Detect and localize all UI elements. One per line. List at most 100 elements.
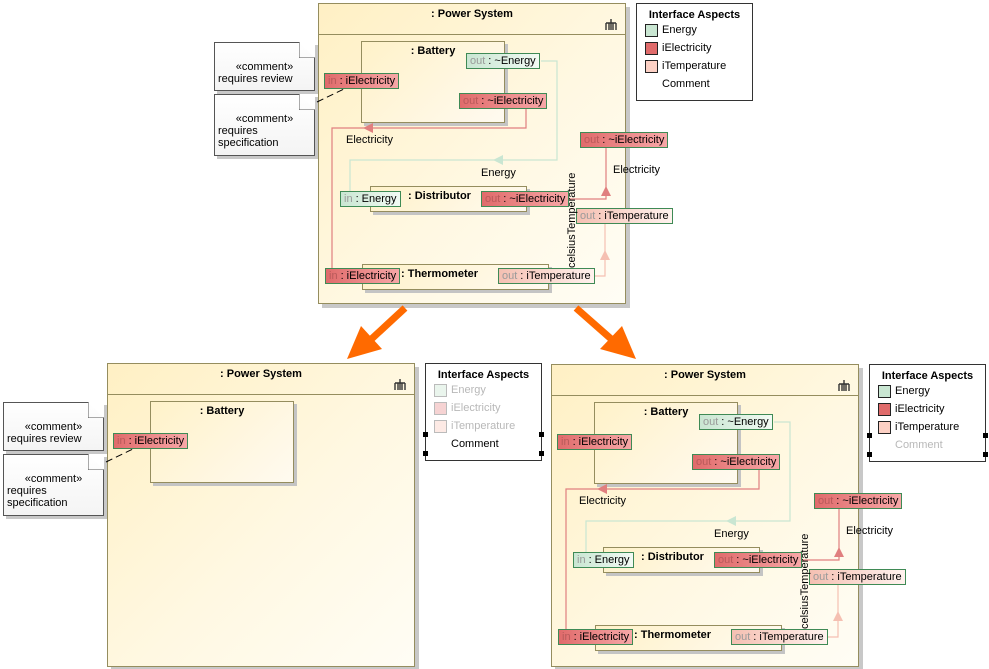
frame-out-temperature-port[interactable]: out: iTemperature (809, 569, 906, 585)
resize-handle[interactable] (867, 452, 872, 457)
legend-title: Interface Aspects (648, 9, 741, 21)
comment-text: requires review (218, 73, 293, 85)
frame-out-temperature-port[interactable]: out: iTemperature (576, 208, 673, 224)
energy-swatch (878, 385, 891, 398)
ielectricity-swatch (645, 42, 658, 55)
port-direction: out (696, 456, 712, 468)
resize-handle[interactable] (423, 432, 428, 437)
legend[interactable]: Interface Aspects Energy iElectricity iT… (867, 364, 988, 462)
legend-item-comment[interactable]: Comment (426, 435, 541, 453)
port-type: : iElectricity (339, 75, 396, 87)
port-type: : iElectricity (128, 435, 185, 447)
legend[interactable]: Interface Aspects Energy iElectricity iT… (636, 3, 753, 101)
frame-out-electricity-port[interactable]: out: ~iElectricity (580, 132, 669, 148)
comment-note[interactable]: «comment» requires review (3, 402, 104, 451)
ielectricity-swatch (434, 402, 447, 415)
port-type: : iTemperature (831, 571, 902, 583)
legend-label: Energy (662, 24, 697, 36)
legend-item-ielectricity[interactable]: iElectricity (426, 399, 541, 417)
port-type: : iElectricity (572, 436, 629, 448)
port-type: : ~iElectricity (714, 456, 777, 468)
ielectricity-swatch (878, 403, 891, 416)
port-type: : iElectricity (340, 270, 397, 282)
frame-divider (319, 34, 625, 35)
legend-label: iTemperature (662, 60, 727, 72)
flow-label-energy: Energy (714, 528, 749, 540)
frame-title: : Power System (664, 369, 746, 381)
thermometer-out-port[interactable]: out: iTemperature (731, 629, 828, 645)
frame-out-electricity-port[interactable]: out: ~iElectricity (814, 493, 903, 509)
legend-item-comment[interactable]: Comment (637, 75, 752, 93)
legend-label: iElectricity (662, 42, 712, 54)
legend-item-energy[interactable]: Energy (637, 21, 752, 39)
distributor-in-port[interactable]: in: Energy (340, 191, 401, 207)
port-direction: out (485, 193, 501, 205)
battery-out-electricity-port[interactable]: out: ~iElectricity (692, 454, 781, 470)
composite-structure-icon (838, 380, 850, 391)
port-direction: in (562, 631, 571, 643)
legend-item-ielectricity[interactable]: iElectricity (637, 39, 752, 57)
battery-in-port[interactable]: in: iElectricity (324, 73, 400, 89)
port-type: : Energy (588, 554, 630, 566)
comment-text: requires review (7, 433, 82, 445)
legend-item-energy[interactable]: Energy (870, 382, 985, 400)
thermometer-in-port[interactable]: in: iElectricity (558, 629, 634, 645)
legend[interactable]: Interface Aspects Energy iElectricity iT… (423, 363, 544, 461)
port-type: : ~iElectricity (481, 95, 544, 107)
battery-out-electricity-port[interactable]: out: ~iElectricity (459, 93, 548, 109)
port-direction: out (580, 210, 596, 222)
battery-out-energy-port[interactable]: out: ~Energy (699, 414, 773, 430)
resize-handle[interactable] (423, 451, 428, 456)
resize-handle[interactable] (983, 433, 988, 438)
part-title: : Thermometer (401, 268, 479, 280)
legend-item-itemperature[interactable]: iTemperature (426, 417, 541, 435)
comment-note[interactable]: «comment» requires review (214, 42, 315, 91)
part-title: : Battery (199, 405, 245, 417)
energy-swatch (434, 384, 447, 397)
thermometer-out-port[interactable]: out: iTemperature (498, 268, 595, 284)
composite-structure-icon (605, 19, 617, 30)
battery-out-energy-port[interactable]: out: ~Energy (466, 53, 540, 69)
frame-divider (552, 395, 858, 396)
part-title: : Battery (410, 45, 456, 57)
comment-stereotype: «comment» (24, 421, 83, 433)
port-type: : ~Energy (721, 416, 769, 428)
resize-handle[interactable] (867, 433, 872, 438)
resize-handle[interactable] (539, 451, 544, 456)
legend-item-itemperature[interactable]: iTemperature (870, 418, 985, 436)
resize-handle[interactable] (539, 432, 544, 437)
resize-handle[interactable] (983, 452, 988, 457)
port-direction: out (813, 571, 829, 583)
flow-label-electricity: Electricity (613, 164, 661, 176)
comment-note[interactable]: «comment» requires specification (214, 94, 315, 156)
distributor-out-port[interactable]: out: ~iElectricity (714, 552, 803, 568)
comment-note[interactable]: «comment» requires specification (3, 454, 104, 516)
legend-item-energy[interactable]: Energy (426, 381, 541, 399)
itemperature-swatch (645, 60, 658, 73)
legend-label: Energy (451, 384, 486, 396)
legend-label: iElectricity (451, 402, 501, 414)
battery-in-port[interactable]: in: iElectricity (557, 434, 633, 450)
distributor-in-port[interactable]: in: Energy (573, 552, 634, 568)
battery-in-port[interactable]: in: iElectricity (113, 433, 189, 449)
legend-item-comment[interactable]: Comment (870, 436, 985, 454)
comment-text: specification (7, 497, 68, 509)
port-type: : iTemperature (598, 210, 669, 222)
frame-divider (108, 394, 414, 395)
port-direction: in (328, 75, 337, 87)
thermometer-in-port[interactable]: in: iElectricity (325, 268, 401, 284)
energy-swatch (645, 24, 658, 37)
port-type: : iTemperature (753, 631, 824, 643)
arrow-right-icon (573, 305, 636, 359)
legend-label: iElectricity (895, 403, 945, 415)
port-type: : iElectricity (573, 631, 630, 643)
legend-item-ielectricity[interactable]: iElectricity (870, 400, 985, 418)
legend-item-itemperature[interactable]: iTemperature (637, 57, 752, 75)
port-type: : ~Energy (488, 55, 536, 67)
flow-label-energy: Energy (481, 167, 516, 179)
legend-label: Comment (451, 438, 499, 450)
distributor-out-port[interactable]: out: ~iElectricity (481, 191, 570, 207)
port-type: : ~iElectricity (602, 134, 665, 146)
port-type: : ~iElectricity (736, 554, 799, 566)
legend-title: Interface Aspects (881, 370, 974, 382)
